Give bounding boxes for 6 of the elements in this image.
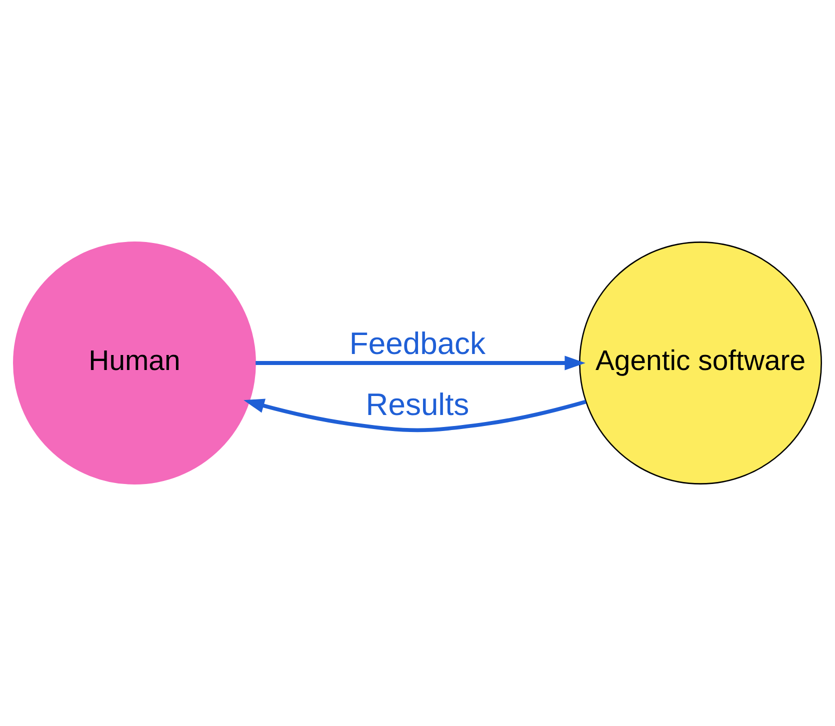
edge-label: Results [366, 386, 470, 422]
node-circle: Human [13, 242, 256, 484]
node-circle: Agentic software [579, 242, 822, 484]
arrow [256, 356, 586, 370]
arrow [244, 398, 586, 432]
edge-label: Feedback [349, 326, 486, 362]
